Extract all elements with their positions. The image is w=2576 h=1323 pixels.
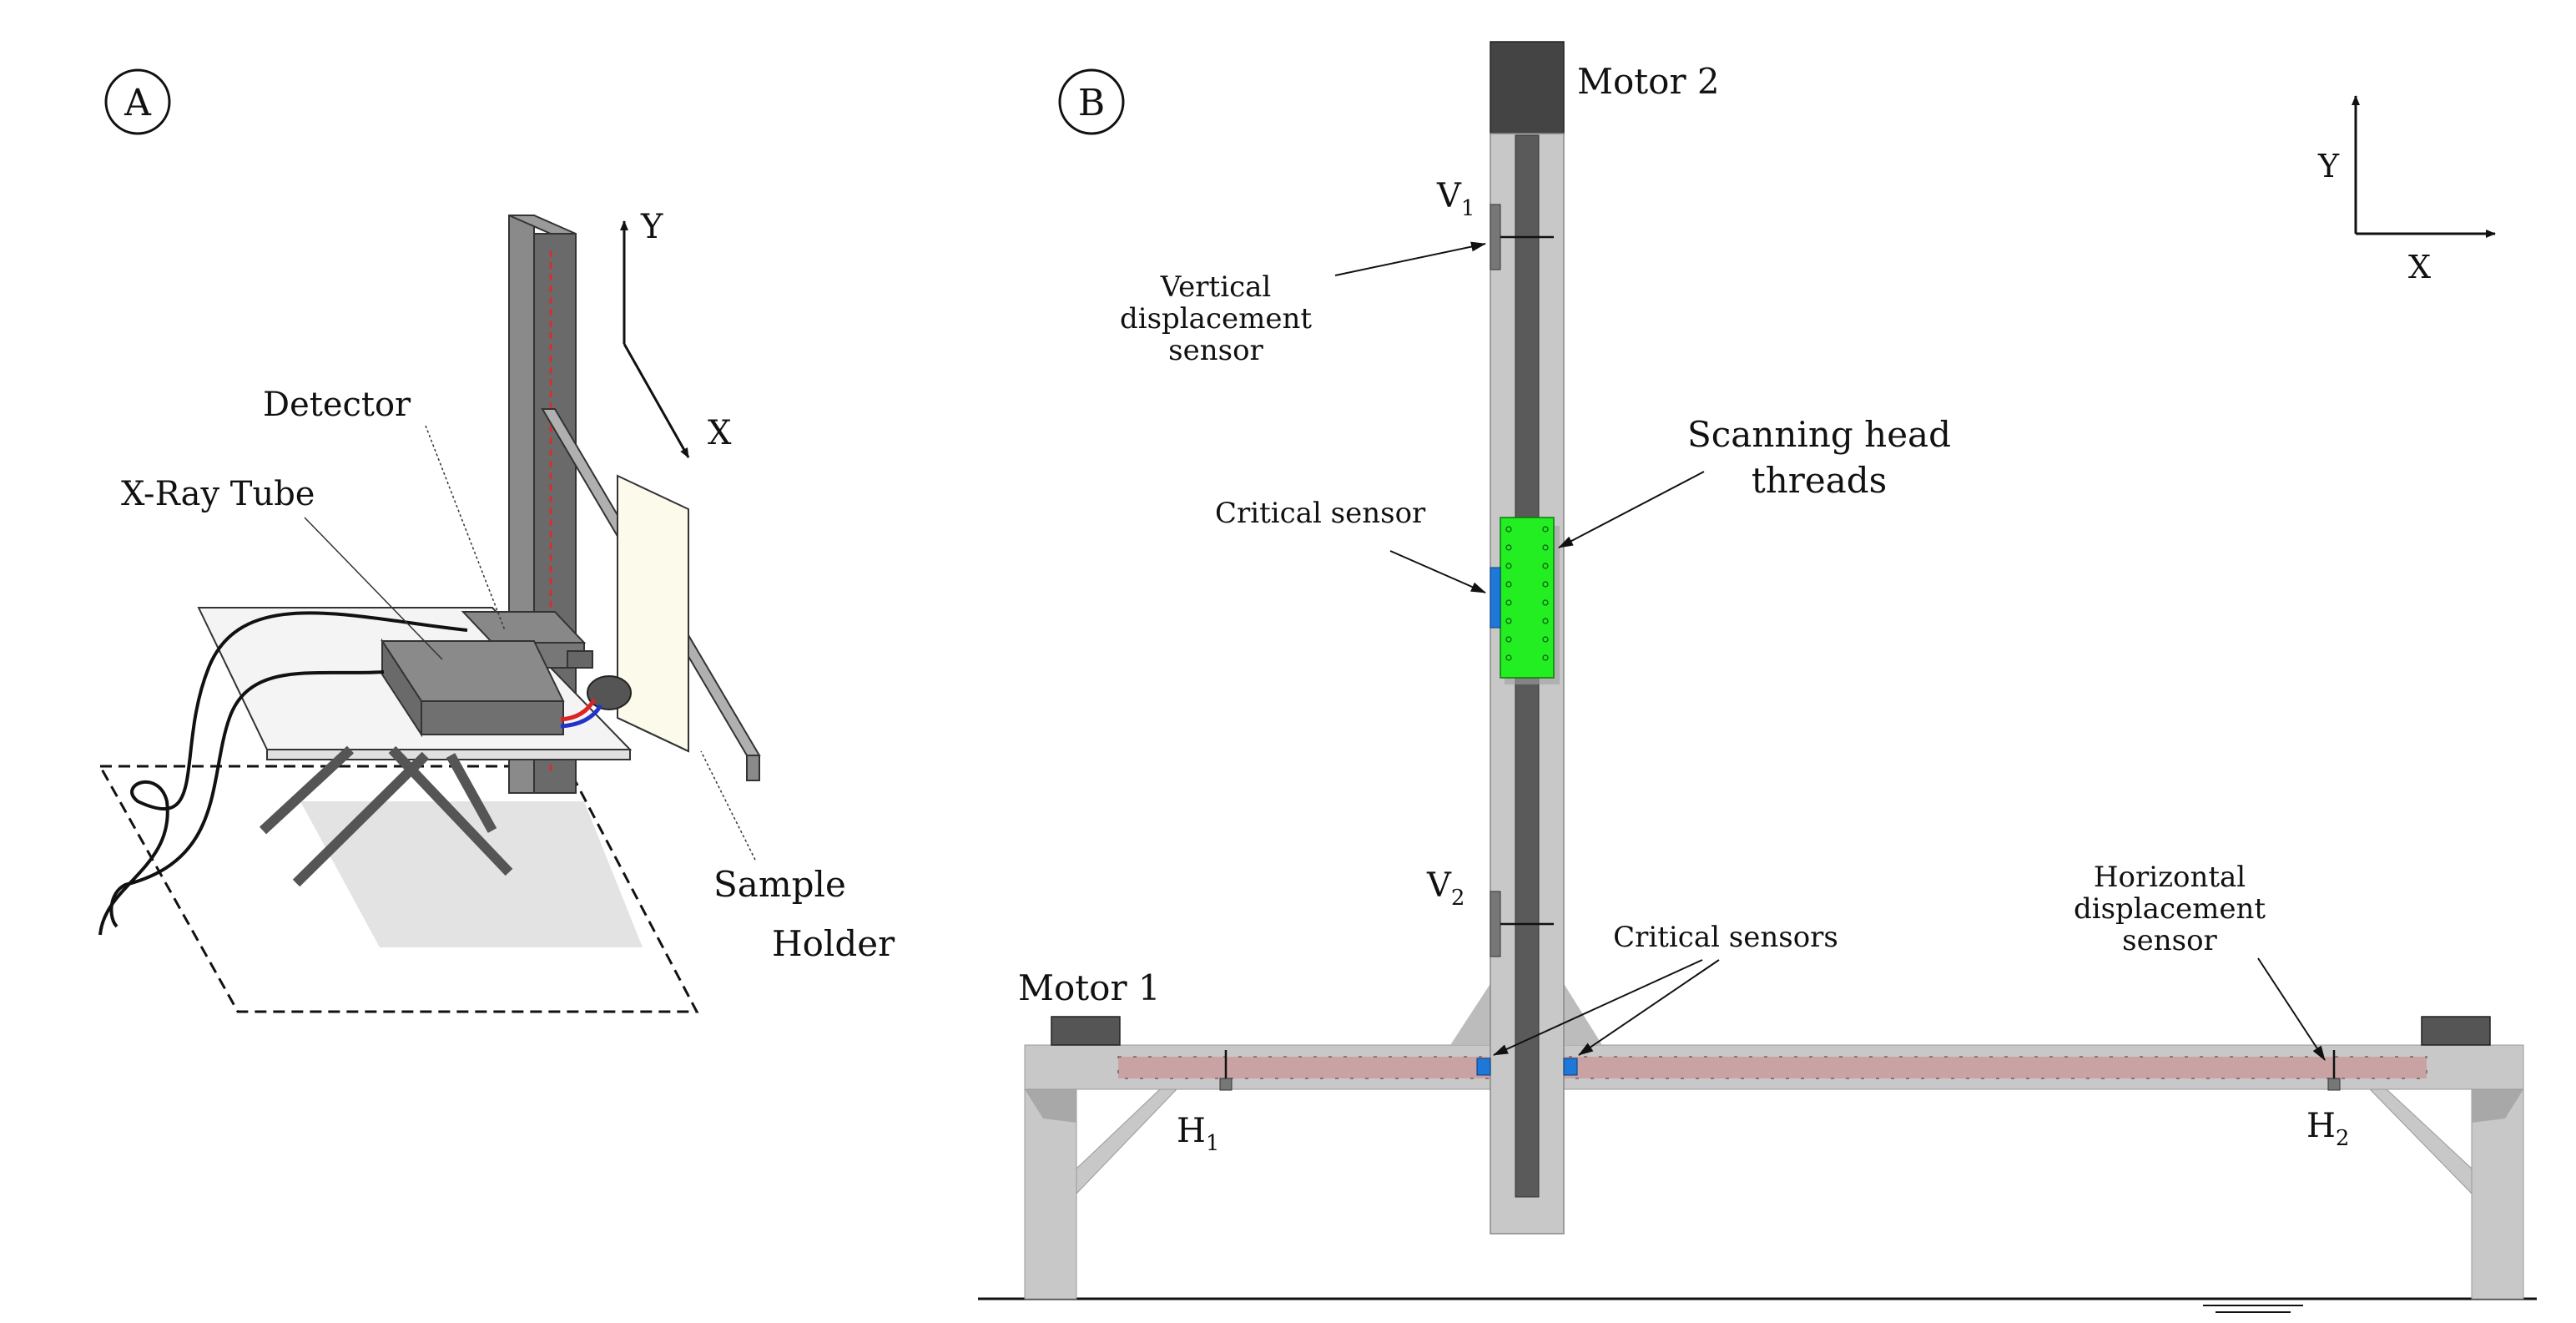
xray-emitter xyxy=(587,675,632,710)
cable-red xyxy=(560,698,597,722)
h1-label: H1 xyxy=(1177,1112,1219,1156)
xray-tube-leader xyxy=(304,517,443,660)
v1-label: V1 xyxy=(1436,177,1475,221)
frame-leg-left xyxy=(1024,1088,1077,1300)
h2-sensor xyxy=(2327,1078,2341,1091)
column-top xyxy=(508,215,577,235)
detector-leader xyxy=(425,425,506,631)
critical-sensor-beam-left xyxy=(1476,1058,1491,1076)
scanning-head xyxy=(1500,517,1555,679)
sample-holder-label-2: Holder xyxy=(772,923,895,964)
frame-brace-left xyxy=(1076,1088,1178,1195)
v1-sensor xyxy=(1490,204,1501,270)
panel-b-badge: B xyxy=(1078,82,1105,124)
critical-sensor-leader xyxy=(1389,550,1486,593)
vertical-sensor-label-2: displacement xyxy=(1120,302,1312,336)
panel-a-badge-circle xyxy=(104,68,171,135)
sample-holder-leader xyxy=(700,750,756,861)
xray-tube-front xyxy=(421,700,564,735)
sample-holder-plate xyxy=(617,474,689,753)
table-edge xyxy=(266,749,631,760)
cable-1 xyxy=(98,611,468,936)
horizontal-sensor-label-2: displacement xyxy=(2074,892,2266,926)
critical-sensors-leader-1 xyxy=(1493,959,1703,1056)
table-leg-1 xyxy=(259,745,355,835)
horizontal-sensor-label-1: Horizontal xyxy=(2094,861,2246,894)
detector-label: Detector xyxy=(263,386,411,424)
critical-sensors-label: Critical sensors xyxy=(1613,921,1838,954)
frame-corner-right xyxy=(2472,1089,2523,1123)
table-shadow xyxy=(300,801,643,947)
axis-x-label-b: X xyxy=(2408,249,2431,285)
motor-right xyxy=(2421,1016,2491,1046)
cable-blue xyxy=(560,704,603,729)
motor-1-label: Motor 1 xyxy=(1018,967,1161,1008)
cable-2 xyxy=(109,670,385,928)
frame-brace-right xyxy=(2368,1088,2473,1195)
horizontal-sensor-label-3: sensor xyxy=(2122,924,2217,957)
floor-outline xyxy=(98,765,699,1013)
frame-leg-right xyxy=(2471,1088,2524,1300)
motor-1 xyxy=(1051,1016,1121,1046)
detector-nozzle xyxy=(567,650,593,669)
motor-2-label: Motor 2 xyxy=(1577,61,1720,102)
panel-a-badge: A xyxy=(124,82,152,124)
critical-sensor-column xyxy=(1490,567,1501,629)
vertical-sensor-leader xyxy=(1334,241,1486,276)
arm-end xyxy=(746,755,760,781)
critical-sensors-leader-2 xyxy=(1578,959,1720,1056)
scanning-head-threads xyxy=(1505,526,1549,661)
panel-b-badge-circle xyxy=(1058,68,1125,135)
axis-y-label-b: Y xyxy=(2317,148,2340,184)
sample-holder-label-1: Sample xyxy=(713,864,846,905)
table-leg-4 xyxy=(446,753,497,833)
xray-tube-label: X-Ray Tube xyxy=(121,475,315,513)
sample-holder-edge xyxy=(617,717,689,752)
vertical-sensor-label-1: Vertical xyxy=(1160,270,1272,304)
v2-sensor xyxy=(1490,891,1501,957)
scanning-head-label-2: threads xyxy=(1752,460,1887,501)
table-leg-3 xyxy=(292,751,430,887)
axis-y-label-a: Y xyxy=(640,208,663,246)
frame-corner-left xyxy=(1025,1089,1076,1123)
scanning-head-label-1: Scanning head xyxy=(1687,414,1951,455)
panel-a: A xyxy=(98,68,895,1013)
h1-sensor xyxy=(1219,1078,1233,1091)
axis-x-line-a xyxy=(623,343,690,458)
panel-b: B xyxy=(978,41,2537,1313)
motor-2 xyxy=(1490,41,1565,134)
v2-label: V2 xyxy=(1426,866,1464,911)
xray-tube-side xyxy=(381,638,422,738)
horizontal-rail xyxy=(1117,1056,2427,1079)
horizontal-sensor-leader xyxy=(2257,957,2326,1061)
critical-sensor-beam-right xyxy=(1563,1058,1578,1076)
critical-sensor-label: Critical sensor xyxy=(1215,497,1426,530)
vertical-sensor-label-3: sensor xyxy=(1168,334,1263,367)
axis-x-label-a: X xyxy=(708,414,732,452)
h2-label: H2 xyxy=(2306,1107,2349,1151)
scanning-head-leader xyxy=(1558,471,1705,548)
